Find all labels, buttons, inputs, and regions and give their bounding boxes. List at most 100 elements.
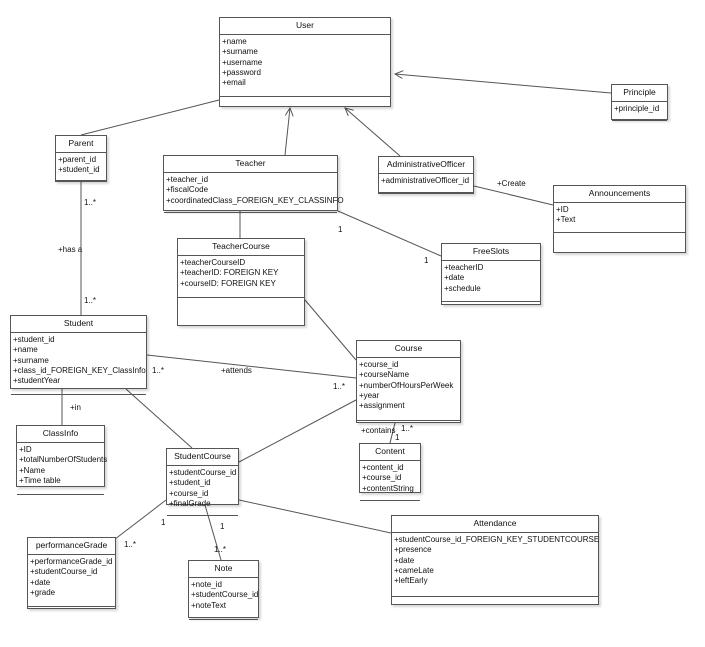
uml-attribute: +noteText xyxy=(191,600,226,610)
uml-class-title: TeacherCourse xyxy=(178,239,304,256)
uml-attribute: +year xyxy=(359,390,380,400)
uml-class-teacher[interactable]: Teacher+teacher_id+fiscalCode+coordinate… xyxy=(163,155,344,213)
uml-attribute: +studentCourse_id xyxy=(191,590,259,600)
uml-attribute: +principle_id xyxy=(614,103,660,113)
uml-class-student[interactable]: Student+student_id+name+surname+class_id… xyxy=(10,315,147,395)
uml-edge-parent-user xyxy=(80,99,220,136)
uml-operations-compartment xyxy=(17,495,104,509)
uml-class-studentcourse[interactable]: StudentCourse+studentCourse_id+student_i… xyxy=(166,448,239,516)
uml-attribute: +course_id xyxy=(362,473,402,483)
uml-attribute: +ID xyxy=(19,444,32,454)
edge-label-teacher-freeslots-mult-1: 1 xyxy=(338,225,343,234)
uml-class-announcements[interactable]: Announcements+ID+Text xyxy=(553,185,686,253)
uml-operations-compartment xyxy=(167,516,238,530)
uml-attribute: +surname xyxy=(222,47,258,57)
uml-attribute: +student_id xyxy=(58,165,100,175)
uml-class-title: AdministrativeOfficer xyxy=(379,157,473,174)
uml-operations-compartment xyxy=(178,298,304,312)
uml-attributes-compartment: +course_id+courseName+numberOfHoursPerWe… xyxy=(357,358,460,421)
uml-class-title: Note xyxy=(189,561,258,578)
uml-attribute: +email xyxy=(222,78,246,88)
uml-attribute: +cameLate xyxy=(394,565,434,575)
edge-label-teacher-freeslots-mult-2: 1 xyxy=(424,256,429,265)
uml-attribute: +coordinatedClass_FOREIGN_KEY_CLASSINFO xyxy=(166,195,344,205)
uml-edge-officer-user xyxy=(345,108,401,157)
uml-class-note[interactable]: Note+note_id+studentCourse_id+noteText xyxy=(188,560,259,620)
uml-class-title: Student xyxy=(11,316,146,333)
edge-label-parent-mult-bottom: 1..* xyxy=(84,296,97,305)
edge-label-create: +Create xyxy=(497,179,526,188)
uml-attribute: +content_id xyxy=(362,462,404,472)
uml-attributes-compartment: +teacher_id+fiscalCode+coordinatedClass_… xyxy=(164,173,344,213)
uml-attributes-compartment: +teacherCourseID+teacherID: FOREIGN KEY+… xyxy=(178,256,304,298)
uml-attribute: +teacher_id xyxy=(166,174,209,184)
uml-operations-compartment xyxy=(442,302,540,316)
uml-operations-compartment xyxy=(220,97,390,111)
uml-attribute: +presence xyxy=(394,545,432,555)
uml-attribute: +teacherID xyxy=(444,262,484,272)
uml-attribute: +studentCourse_id xyxy=(30,567,98,577)
uml-operations-compartment xyxy=(28,607,115,621)
uml-class-title: Announcements xyxy=(554,186,685,203)
edge-label-parent-mult-top: 1..* xyxy=(84,198,97,207)
uml-attribute: +name xyxy=(13,345,38,355)
uml-attribute: +courseName xyxy=(359,370,410,380)
uml-edge-officer-announcements xyxy=(473,185,554,206)
uml-class-title: Teacher xyxy=(164,156,337,173)
uml-class-parent[interactable]: Parent+parent_id+student_id xyxy=(55,135,107,182)
uml-attribute: +parent_id xyxy=(58,154,97,164)
edge-label-perf-mult-star: 1..* xyxy=(124,540,137,549)
uml-class-content[interactable]: Content+content_id+course_id+contentStri… xyxy=(359,443,421,501)
uml-edge-studentcourse-performancegrade xyxy=(109,499,167,544)
uml-edge-teacher-user xyxy=(284,108,290,156)
uml-class-title: ClassInfo xyxy=(17,426,104,443)
uml-operations-compartment xyxy=(554,233,685,247)
uml-class-teachercourse[interactable]: TeacherCourse+teacherCourseID+teacherID:… xyxy=(177,238,305,326)
edge-label-student-course-mult-left: 1..* xyxy=(152,366,165,375)
edge-label-contains-mult-star: 1..* xyxy=(401,424,414,433)
uml-operations-compartment xyxy=(612,121,667,135)
uml-attribute: +username xyxy=(222,57,263,67)
uml-attributes-compartment: +principle_id xyxy=(612,102,667,121)
uml-class-freeslots[interactable]: FreeSlots+teacherID+date+schedule xyxy=(441,243,541,305)
edge-label-perf-mult-one: 1 xyxy=(161,518,166,527)
uml-edge-teacher-freeslots xyxy=(337,210,442,257)
uml-attributes-compartment: +administrativeOfficer_id xyxy=(379,174,473,193)
uml-class-classinfo[interactable]: ClassInfo+ID+totalNumberOfStudents+Name+… xyxy=(16,425,107,495)
uml-operations-compartment xyxy=(360,501,420,515)
uml-edge-teachercourse-course xyxy=(304,299,357,361)
uml-class-user[interactable]: User+name+surname+username+password+emai… xyxy=(219,17,391,107)
uml-attribute: +studentCourse_id xyxy=(169,467,237,477)
uml-class-attendance[interactable]: Attendance+studentCourse_id_FOREIGN_KEY_… xyxy=(391,515,599,605)
uml-edge-course-studentcourse xyxy=(238,399,357,463)
uml-attribute: +assignment xyxy=(359,401,405,411)
uml-attributes-compartment: +student_id+name+surname+class_id_FOREIG… xyxy=(11,333,146,395)
uml-operations-compartment xyxy=(189,620,258,634)
uml-attribute: +schedule xyxy=(444,283,481,293)
uml-attribute: +surname xyxy=(13,355,49,365)
uml-class-course[interactable]: Course+course_id+courseName+numberOfHour… xyxy=(356,340,461,423)
uml-class-administrativeofficer[interactable]: AdministrativeOfficer+administrativeOffi… xyxy=(378,156,474,194)
uml-attributes-compartment: +teacherID+date+schedule xyxy=(442,261,540,302)
uml-attribute: +studentYear xyxy=(13,376,61,386)
uml-attribute: +teacherCourseID xyxy=(180,257,246,267)
uml-attribute: +performanceGrade_id xyxy=(30,556,113,566)
uml-attribute: +date xyxy=(394,555,415,565)
uml-attribute: +Name xyxy=(19,465,46,475)
uml-attribute: +studentCourse_id_FOREIGN_KEY_STUDENTCOU… xyxy=(394,534,600,544)
edge-label-attends: +attends xyxy=(221,366,252,375)
uml-class-performancegrade[interactable]: performanceGrade+performanceGrade_id+stu… xyxy=(27,537,116,609)
uml-attribute: +password xyxy=(222,67,261,77)
uml-class-title: Course xyxy=(357,341,460,358)
uml-attribute: +finalGrade xyxy=(169,498,211,508)
uml-class-title: Attendance xyxy=(392,516,598,533)
uml-attribute: +class_id_FOREIGN_KEY_ClassInfo xyxy=(13,365,146,375)
uml-attribute: +administrativeOfficer_id xyxy=(381,175,470,185)
uml-class-principle[interactable]: Principle+principle_id xyxy=(611,84,668,121)
edge-label-has-a: +has a xyxy=(58,245,83,254)
uml-attributes-compartment: +parent_id+student_id xyxy=(56,153,106,181)
uml-class-title: User xyxy=(220,18,390,35)
uml-attribute: +Text xyxy=(556,215,576,225)
uml-operations-compartment xyxy=(164,213,337,227)
